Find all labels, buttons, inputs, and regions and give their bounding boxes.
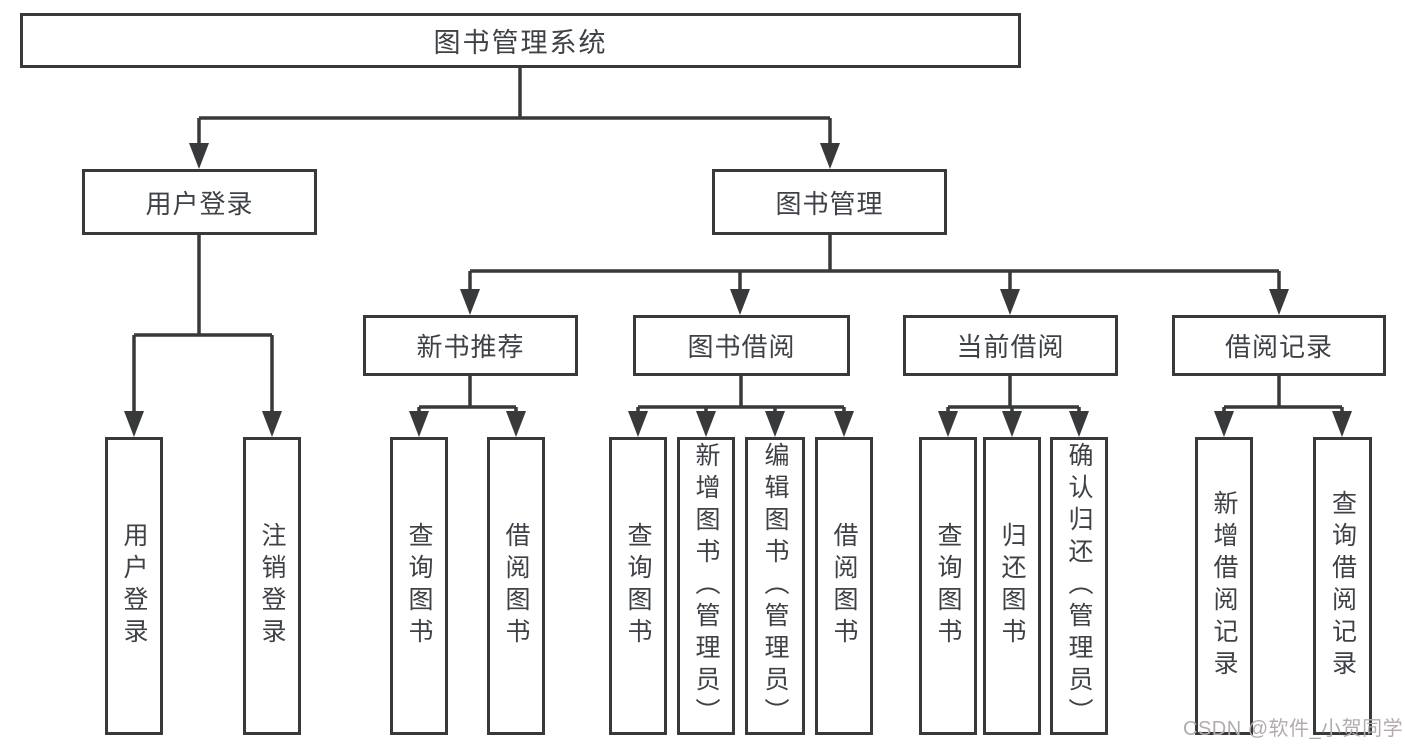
leaf-add-books-admin: 新增图书（管理员） (677, 437, 735, 735)
leaf-edit-books-admin: 编辑图书（管理员） (745, 437, 805, 735)
arrowhead (189, 143, 209, 169)
arrowhead (409, 411, 429, 437)
leaf-query-books-3: 查询图书 (919, 437, 977, 735)
leaf-label: 查询借阅记录 (1328, 490, 1357, 682)
leaf-query-borrow-record: 查询借阅记录 (1313, 437, 1372, 735)
arrowhead (820, 143, 840, 169)
leaf-query-books-2: 查询图书 (609, 437, 667, 735)
leaf-label: 查询图书 (405, 522, 433, 650)
node-borrow-records-label: 借阅记录 (1224, 332, 1333, 362)
leaf-add-borrow-record: 新增借阅记录 (1195, 437, 1253, 735)
leaf-logout: 注销登录 (243, 437, 301, 735)
leaf-label: 归还图书 (998, 522, 1026, 650)
leaf-label: 借阅图书 (502, 522, 530, 650)
leaf-label: 新增图书（管理员） (692, 442, 720, 730)
node-borrow-records: 借阅记录 (1172, 315, 1386, 376)
leaf-label: 借阅图书 (830, 522, 858, 650)
arrowhead (730, 289, 750, 315)
connector-new-book-to-leaves (417, 376, 518, 418)
node-root: 图书管理系统 (20, 13, 1021, 68)
connector-user-login-to-leaves (132, 235, 274, 418)
node-book-management: 图书管理 (712, 169, 947, 235)
arrowhead (262, 411, 282, 437)
leaf-query-books-1: 查询图书 (390, 437, 448, 735)
leaf-label: 编辑图书（管理员） (761, 442, 789, 730)
leaf-label: 确认归还（管理员） (1065, 442, 1093, 730)
node-current-borrow: 当前借阅 (903, 315, 1118, 376)
leaf-user-login: 用户登录 (105, 437, 163, 735)
connector-borrow-records-to-leaves (1222, 376, 1344, 418)
node-new-book-recommend-label: 新书推荐 (416, 332, 525, 362)
arrowhead (1214, 411, 1234, 437)
node-book-management-label: 图书管理 (775, 188, 884, 219)
arrowhead (1269, 289, 1289, 315)
node-book-borrow-label: 图书借阅 (687, 332, 796, 362)
watermark: CSDN @软件_小贺同学 (1183, 718, 1404, 740)
leaf-label: 注销登录 (258, 522, 286, 650)
node-new-book-recommend: 新书推荐 (363, 315, 578, 376)
arrowhead (460, 289, 480, 315)
node-user-login-label: 用户登录 (145, 188, 254, 219)
connector-root-to-level2 (197, 68, 832, 150)
node-root-label: 图书管理系统 (433, 28, 608, 58)
leaf-confirm-return-admin: 确认归还（管理员） (1050, 437, 1108, 735)
leaf-label: 查询图书 (934, 522, 962, 650)
arrowhead (765, 411, 785, 437)
arrowhead (1002, 411, 1022, 437)
arrowhead (124, 411, 144, 437)
leaf-label: 新增借阅记录 (1210, 490, 1238, 682)
connector-book-borrow-to-leaves (636, 376, 846, 418)
arrowhead (938, 411, 958, 437)
leaf-return-books: 归还图书 (983, 437, 1041, 735)
arrowhead (1000, 289, 1020, 315)
arrowhead (1069, 411, 1089, 437)
leaf-label: 查询图书 (624, 522, 652, 650)
leaf-borrow-books-1: 借阅图书 (487, 437, 545, 735)
arrowhead (696, 411, 716, 437)
node-current-borrow-label: 当前借阅 (956, 332, 1065, 362)
arrowhead (506, 411, 526, 437)
leaf-borrow-books-2: 借阅图书 (815, 437, 873, 735)
node-user-login: 用户登录 (82, 169, 317, 235)
arrowhead (1332, 411, 1352, 437)
leaf-label: 用户登录 (120, 522, 148, 650)
connector-book-management-to-level3 (468, 235, 1281, 295)
arrowhead (628, 411, 648, 437)
arrowhead (834, 411, 854, 437)
node-book-borrow: 图书借阅 (633, 315, 850, 376)
